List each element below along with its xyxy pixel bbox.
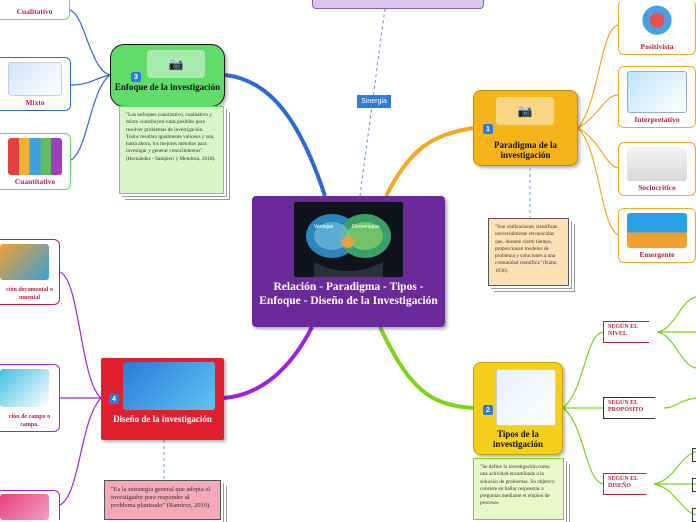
- leaf-label: Interpretativo: [634, 115, 680, 124]
- tag-segun-diseno[interactable]: SEGÚN EL DISEÑO: [603, 473, 654, 495]
- diseno-note[interactable]: "Es la estrategia general que adopta el …: [104, 480, 221, 520]
- diseno-label: Diseño de la investigación: [113, 414, 212, 424]
- badge-number: 1: [483, 124, 493, 134]
- leaf-label: Positivista: [640, 42, 674, 51]
- leaf-label: ción de campo o campo.: [8, 414, 51, 428]
- clipped-node[interactable]: [692, 448, 696, 462]
- leaf-emergente[interactable]: Emergente: [618, 208, 696, 263]
- paradigma-node[interactable]: 📷 1 Paradigma de la investigación: [473, 90, 578, 166]
- paradigma-label: Paradigma de la investigación: [494, 140, 557, 160]
- emergent-icon: [627, 213, 687, 248]
- leaf-label: Mixto: [25, 98, 45, 107]
- leaf-cualitativo[interactable]: Cualitativo: [0, 0, 70, 20]
- leaf-label: Cuantitativo: [14, 177, 56, 186]
- chart-icon: [0, 494, 49, 520]
- gears-icon: [627, 4, 687, 40]
- clipboard-icon: [0, 369, 49, 407]
- leaf-label: Emergente: [639, 250, 675, 259]
- synergy-line: [359, 7, 386, 197]
- tipos-note[interactable]: "Se define la investigación como una act…: [473, 458, 564, 520]
- head-thinking-icon: [627, 71, 687, 113]
- design-image: [123, 362, 215, 410]
- enfoque-note[interactable]: "Los enfoques cuantitativo, cualitativo …: [119, 106, 224, 194]
- bar-chart-icon: [8, 138, 62, 175]
- branch-paradigma: [384, 126, 474, 197]
- tag-segun-proposito[interactable]: SEGÚN EL PROPÓSITO: [603, 397, 664, 419]
- leaf-documental[interactable]: ción documental o umental: [0, 239, 60, 305]
- magnifier-chart-icon: [8, 62, 62, 96]
- documents-icon: [0, 244, 49, 280]
- central-topic[interactable]: Ventajas Desventajas Relación - Paradigm…: [252, 196, 445, 327]
- badge-number: 4: [109, 394, 119, 404]
- tag-segun-nivel[interactable]: SEGÚN EL NIVEL: [603, 321, 657, 343]
- central-title: Relación - Paradigma - Tipos - Enfoque -…: [259, 281, 438, 307]
- leaf-cuantitativo[interactable]: Cuantitativo: [0, 133, 71, 190]
- brain-right-label: Desventajas: [352, 224, 380, 230]
- camera-icon[interactable]: 📷: [496, 97, 554, 125]
- leaf-label: Cualitativo: [16, 7, 53, 16]
- leaf-third-diseno[interactable]: [0, 490, 60, 520]
- leaf-sociocritico[interactable]: Sociocrítico: [618, 142, 696, 196]
- research-image: [496, 369, 556, 426]
- branch-enfoque: [224, 73, 327, 197]
- enfoque-label: Enfoque de la investigación: [114, 82, 221, 92]
- leaf-positivista[interactable]: Positivista: [618, 0, 696, 55]
- badge-number: 2: [483, 405, 493, 415]
- top-clipped-node[interactable]: [312, 0, 484, 9]
- leaf-label: ción documental o umental: [6, 287, 53, 301]
- leaf-interpretativo[interactable]: Interpretativo: [618, 66, 696, 128]
- brain-image: Ventajas Desventajas: [294, 202, 403, 277]
- leaf-campo[interactable]: ción de campo o campo.: [0, 364, 60, 432]
- clipped-node[interactable]: [692, 478, 696, 492]
- leaf-label: Sociocrítico: [638, 183, 676, 192]
- paradigma-note[interactable]: "Son realizaciones científicas universal…: [488, 218, 569, 286]
- leaf-mixto[interactable]: Mixto: [0, 57, 71, 111]
- diseno-node[interactable]: 4 Diseño de la investigación: [101, 358, 224, 440]
- people-talking-icon: [627, 147, 687, 181]
- tipos-node[interactable]: 2 Tipos de la investigación: [473, 362, 563, 455]
- camera-icon[interactable]: 📷: [147, 50, 205, 78]
- brain-left-label: Ventajas: [314, 224, 334, 230]
- tipos-label: Tipos de la investigación: [492, 429, 543, 449]
- synergy-label[interactable]: Sinergia: [357, 95, 391, 108]
- branch-diseno: [223, 326, 314, 400]
- enfoque-node[interactable]: 📷 3 Enfoque de la investigación: [110, 44, 225, 107]
- branch-tipos: [378, 326, 474, 410]
- badge-number: 3: [131, 72, 141, 82]
